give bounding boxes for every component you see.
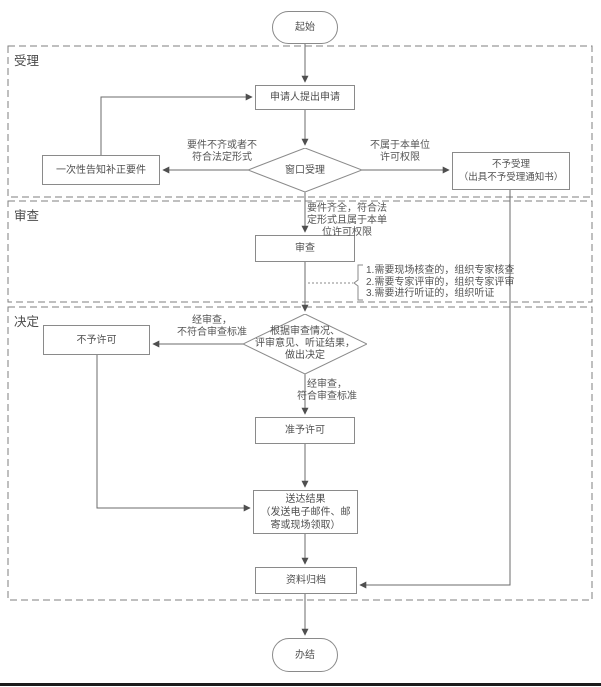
connector-notify-to-apply: [100, 93, 253, 155]
window-accept-decision: 窗口受理: [248, 148, 362, 192]
page-bottom-border: [0, 683, 601, 686]
grant-node: 准予许可: [255, 417, 355, 444]
deny-node: 不予许可: [43, 325, 150, 355]
review-notes: 1.需要现场核查的，组织专家核查 2.需要专家评审的，组织专家评审 3.需要进行…: [366, 265, 515, 299]
no-accept-node-label: 不予受理 （出具不予受理通知书）: [458, 159, 564, 183]
make-decision-node: 根据审查情况、 评审意见、听证结果， 做出决定: [243, 314, 367, 374]
start-node: 起始: [272, 11, 338, 44]
section-review-border: [7, 200, 593, 303]
connector-deny-to-deliver: [96, 355, 251, 512]
start-node-label: 起始: [295, 22, 315, 33]
grant-node-label: 准予许可: [285, 425, 325, 436]
deny-node-label: 不予许可: [76, 334, 117, 346]
section-decide-border: [7, 306, 593, 601]
edge-label-complete: 要件齐全，符合法 定形式且属于本单 位许可权限: [307, 203, 387, 238]
review-node: 审查: [255, 235, 355, 262]
no-accept-node: 不予受理 （出具不予受理通知书）: [452, 152, 570, 190]
section-title-decide: 决定: [14, 315, 40, 329]
window-accept-decision-label: 窗口受理: [285, 164, 325, 176]
archive-node-label: 资料归档: [286, 575, 326, 586]
archive-node: 资料归档: [255, 567, 357, 594]
diamond-shape: [243, 314, 367, 374]
end-node: 办结: [272, 638, 338, 672]
edge-label-fail-standard: 经审查， 不符合审查标准: [177, 315, 247, 338]
section-title-accept: 受理: [14, 54, 40, 68]
review-node-label: 审查: [295, 243, 315, 254]
section-title-review: 审查: [14, 209, 40, 223]
notify-correct-node-label: 一次性告知补正要件: [56, 164, 146, 176]
section-accept-border: [7, 45, 593, 198]
edge-label-pass-standard: 经审查， 符合审查标准: [297, 379, 357, 402]
notes-bracket: [353, 264, 363, 301]
end-node-label: 办结: [295, 649, 315, 661]
connector-noaccept-to-archive: [359, 190, 511, 589]
edge-label-incomplete: 要件不齐或者不 符合法定形式: [187, 140, 257, 163]
diamond-shape: [248, 148, 362, 192]
edge-label-not-authority: 不属于本单位 许可权限: [370, 140, 430, 163]
make-decision-node-label: 根据审查情况、 评审意见、听证结果， 做出决定: [255, 326, 355, 361]
deliver-node-label: 送达结果 （发送电子邮件、邮 寄或现场领取）: [260, 493, 351, 531]
apply-node: 申请人提出申请: [255, 85, 355, 110]
apply-node-label: 申请人提出申请: [270, 92, 340, 103]
deliver-node: 送达结果 （发送电子邮件、邮 寄或现场领取）: [253, 490, 358, 534]
notify-correct-node: 一次性告知补正要件: [42, 155, 160, 185]
